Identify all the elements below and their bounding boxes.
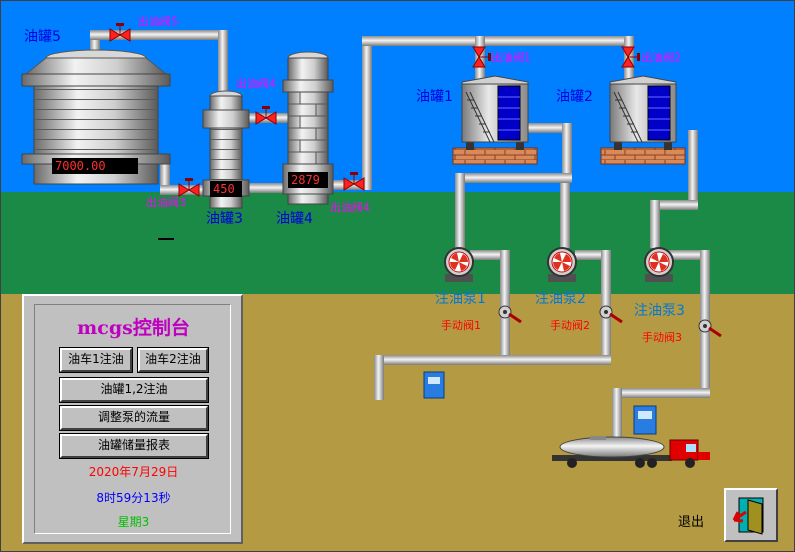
valve-4a-symbol[interactable]	[255, 106, 277, 125]
pump-3-label: 注油泵3	[634, 303, 685, 319]
manual-valve-1[interactable]	[498, 305, 522, 324]
valve-4a-label: 出油阀4	[236, 77, 276, 90]
pump-3[interactable]	[644, 247, 674, 282]
valve-4b-label: 出油阀4	[330, 201, 370, 214]
pump-flow-button[interactable]: 调整泵的流量	[60, 406, 208, 430]
exit-door-icon	[732, 497, 764, 535]
tank-report-button[interactable]: 油罐储量报表	[60, 434, 208, 458]
pump-2-label: 注油泵2	[535, 291, 586, 307]
truck1-button-frame: 油车1注油	[59, 347, 133, 373]
tank12-button-frame: 油罐1,2注油	[59, 377, 209, 403]
pump-1[interactable]	[444, 247, 474, 282]
tank-1-label: 油罐1	[416, 89, 453, 105]
pump-flow-button-frame: 调整泵的流量	[59, 405, 209, 431]
valve-3-label: 出油阀3	[146, 196, 186, 209]
manual-valve-1-label: 手动阀1	[441, 319, 481, 332]
valve-4b-symbol[interactable]	[343, 172, 365, 191]
tank-1	[452, 75, 538, 165]
tank12-fill-button[interactable]: 油罐1,2注油	[60, 378, 208, 402]
tank-2	[600, 75, 686, 165]
tank-5-label: 油罐5	[24, 29, 61, 45]
control-panel-title: mcgs控制台	[77, 317, 190, 339]
truck1-fill-button[interactable]: 油车1注油	[60, 348, 132, 372]
valve-5-symbol[interactable]	[109, 23, 131, 42]
tank-5-readout: 7000.00	[52, 158, 138, 174]
control-panel-inner: mcgs控制台 油车1注油 油车2注油 油罐1,2注油 调整泵的流量 油罐储量报…	[34, 304, 231, 534]
manual-valve-2[interactable]	[599, 305, 623, 324]
tank-3-readout: 450	[210, 181, 242, 197]
fuel-dispenser-1	[423, 371, 445, 399]
report-button-frame: 油罐储量报表	[59, 433, 209, 459]
valve-1-label: 出油阀1	[491, 51, 531, 64]
valve-2-symbol[interactable]	[621, 46, 640, 68]
pump-2[interactable]	[547, 247, 577, 282]
truck2-fill-button[interactable]: 油车2注油	[138, 348, 208, 372]
valve-2-label: 出油阀2	[641, 51, 681, 64]
manual-valve-2-label: 手动阀2	[550, 319, 590, 332]
fuel-dispenser-2	[633, 405, 657, 435]
tank-4-readout: 2879	[288, 172, 328, 188]
tank-3	[202, 90, 250, 209]
valve-5-label: 出油阀5	[138, 15, 178, 28]
tank-2-label: 油罐2	[556, 89, 593, 105]
pump-1-label: 注油泵1	[435, 291, 486, 307]
current-time: 8时59分13秒	[96, 491, 171, 505]
valve-3-symbol[interactable]	[178, 178, 200, 197]
tanker-truck	[552, 436, 710, 468]
exit-button[interactable]	[724, 488, 778, 542]
truck2-button-frame: 油车2注油	[137, 347, 209, 373]
valve-1-symbol[interactable]	[472, 46, 491, 68]
current-date: 2020年7月29日	[88, 465, 179, 479]
control-panel: mcgs控制台 油车1注油 油车2注油 油罐1,2注油 调整泵的流量 油罐储量报…	[22, 294, 243, 544]
tank-3-label: 油罐3	[206, 211, 243, 227]
current-weekday: 星期3	[117, 515, 150, 529]
exit-label: 退出	[678, 515, 705, 530]
manual-valve-3-label: 手动阀3	[642, 331, 682, 344]
tank-4-label: 油罐4	[276, 211, 313, 227]
manual-valve-3[interactable]	[698, 319, 722, 338]
